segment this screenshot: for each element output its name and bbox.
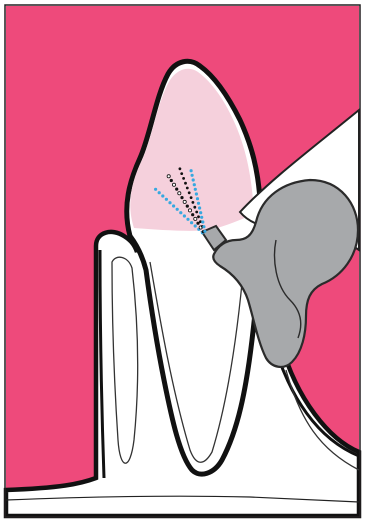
- spray-dot: [158, 191, 161, 194]
- spray-dot: [168, 201, 171, 204]
- spray-dot: [179, 167, 182, 170]
- spray-dot: [176, 208, 179, 211]
- spray-dot: [192, 178, 195, 181]
- spray-dot: [197, 215, 200, 218]
- spray-dot: [195, 192, 198, 195]
- spray-dot: [194, 188, 197, 191]
- spray-dot: [179, 211, 182, 214]
- spray-dot: [190, 196, 193, 199]
- spray-dot: [195, 211, 198, 214]
- spray-dot: [190, 169, 193, 172]
- spray-dot: [167, 175, 170, 178]
- spray-dot: [201, 220, 204, 223]
- spray-dot: [184, 182, 187, 185]
- spray-dot: [198, 206, 201, 209]
- spray-dot: [161, 194, 164, 197]
- spray-dot: [188, 191, 191, 194]
- spray-dot: [186, 187, 189, 190]
- spray-dot: [193, 183, 196, 186]
- spray-dot: [202, 225, 205, 228]
- spray-dot: [172, 204, 175, 207]
- spray-dot: [194, 224, 197, 227]
- spray-dot: [172, 183, 175, 186]
- spray-dot: [180, 172, 183, 175]
- spray-dot: [180, 196, 183, 199]
- spray-dot: [165, 198, 168, 201]
- spray-dot: [203, 230, 206, 233]
- spray-dot: [190, 221, 193, 224]
- spray-dot: [191, 174, 194, 177]
- spray-dot: [196, 197, 199, 200]
- spray-dot: [192, 201, 195, 204]
- spray-dot: [186, 218, 189, 221]
- spray-dot: [194, 217, 197, 220]
- spray-dot: [170, 179, 173, 182]
- spray-dot: [197, 202, 200, 205]
- spray-dot: [199, 211, 202, 214]
- spray-dot: [183, 200, 186, 203]
- spray-dot: [154, 188, 157, 191]
- spray-dot: [191, 213, 194, 216]
- spray-dot: [186, 205, 189, 208]
- spray-dot: [183, 214, 186, 217]
- spray-dot: [182, 177, 185, 180]
- spray-dot: [175, 188, 178, 191]
- spray-dot: [178, 192, 181, 195]
- spray-dot: [188, 209, 191, 212]
- spray-dot: [200, 216, 203, 219]
- spray-dot: [193, 206, 196, 209]
